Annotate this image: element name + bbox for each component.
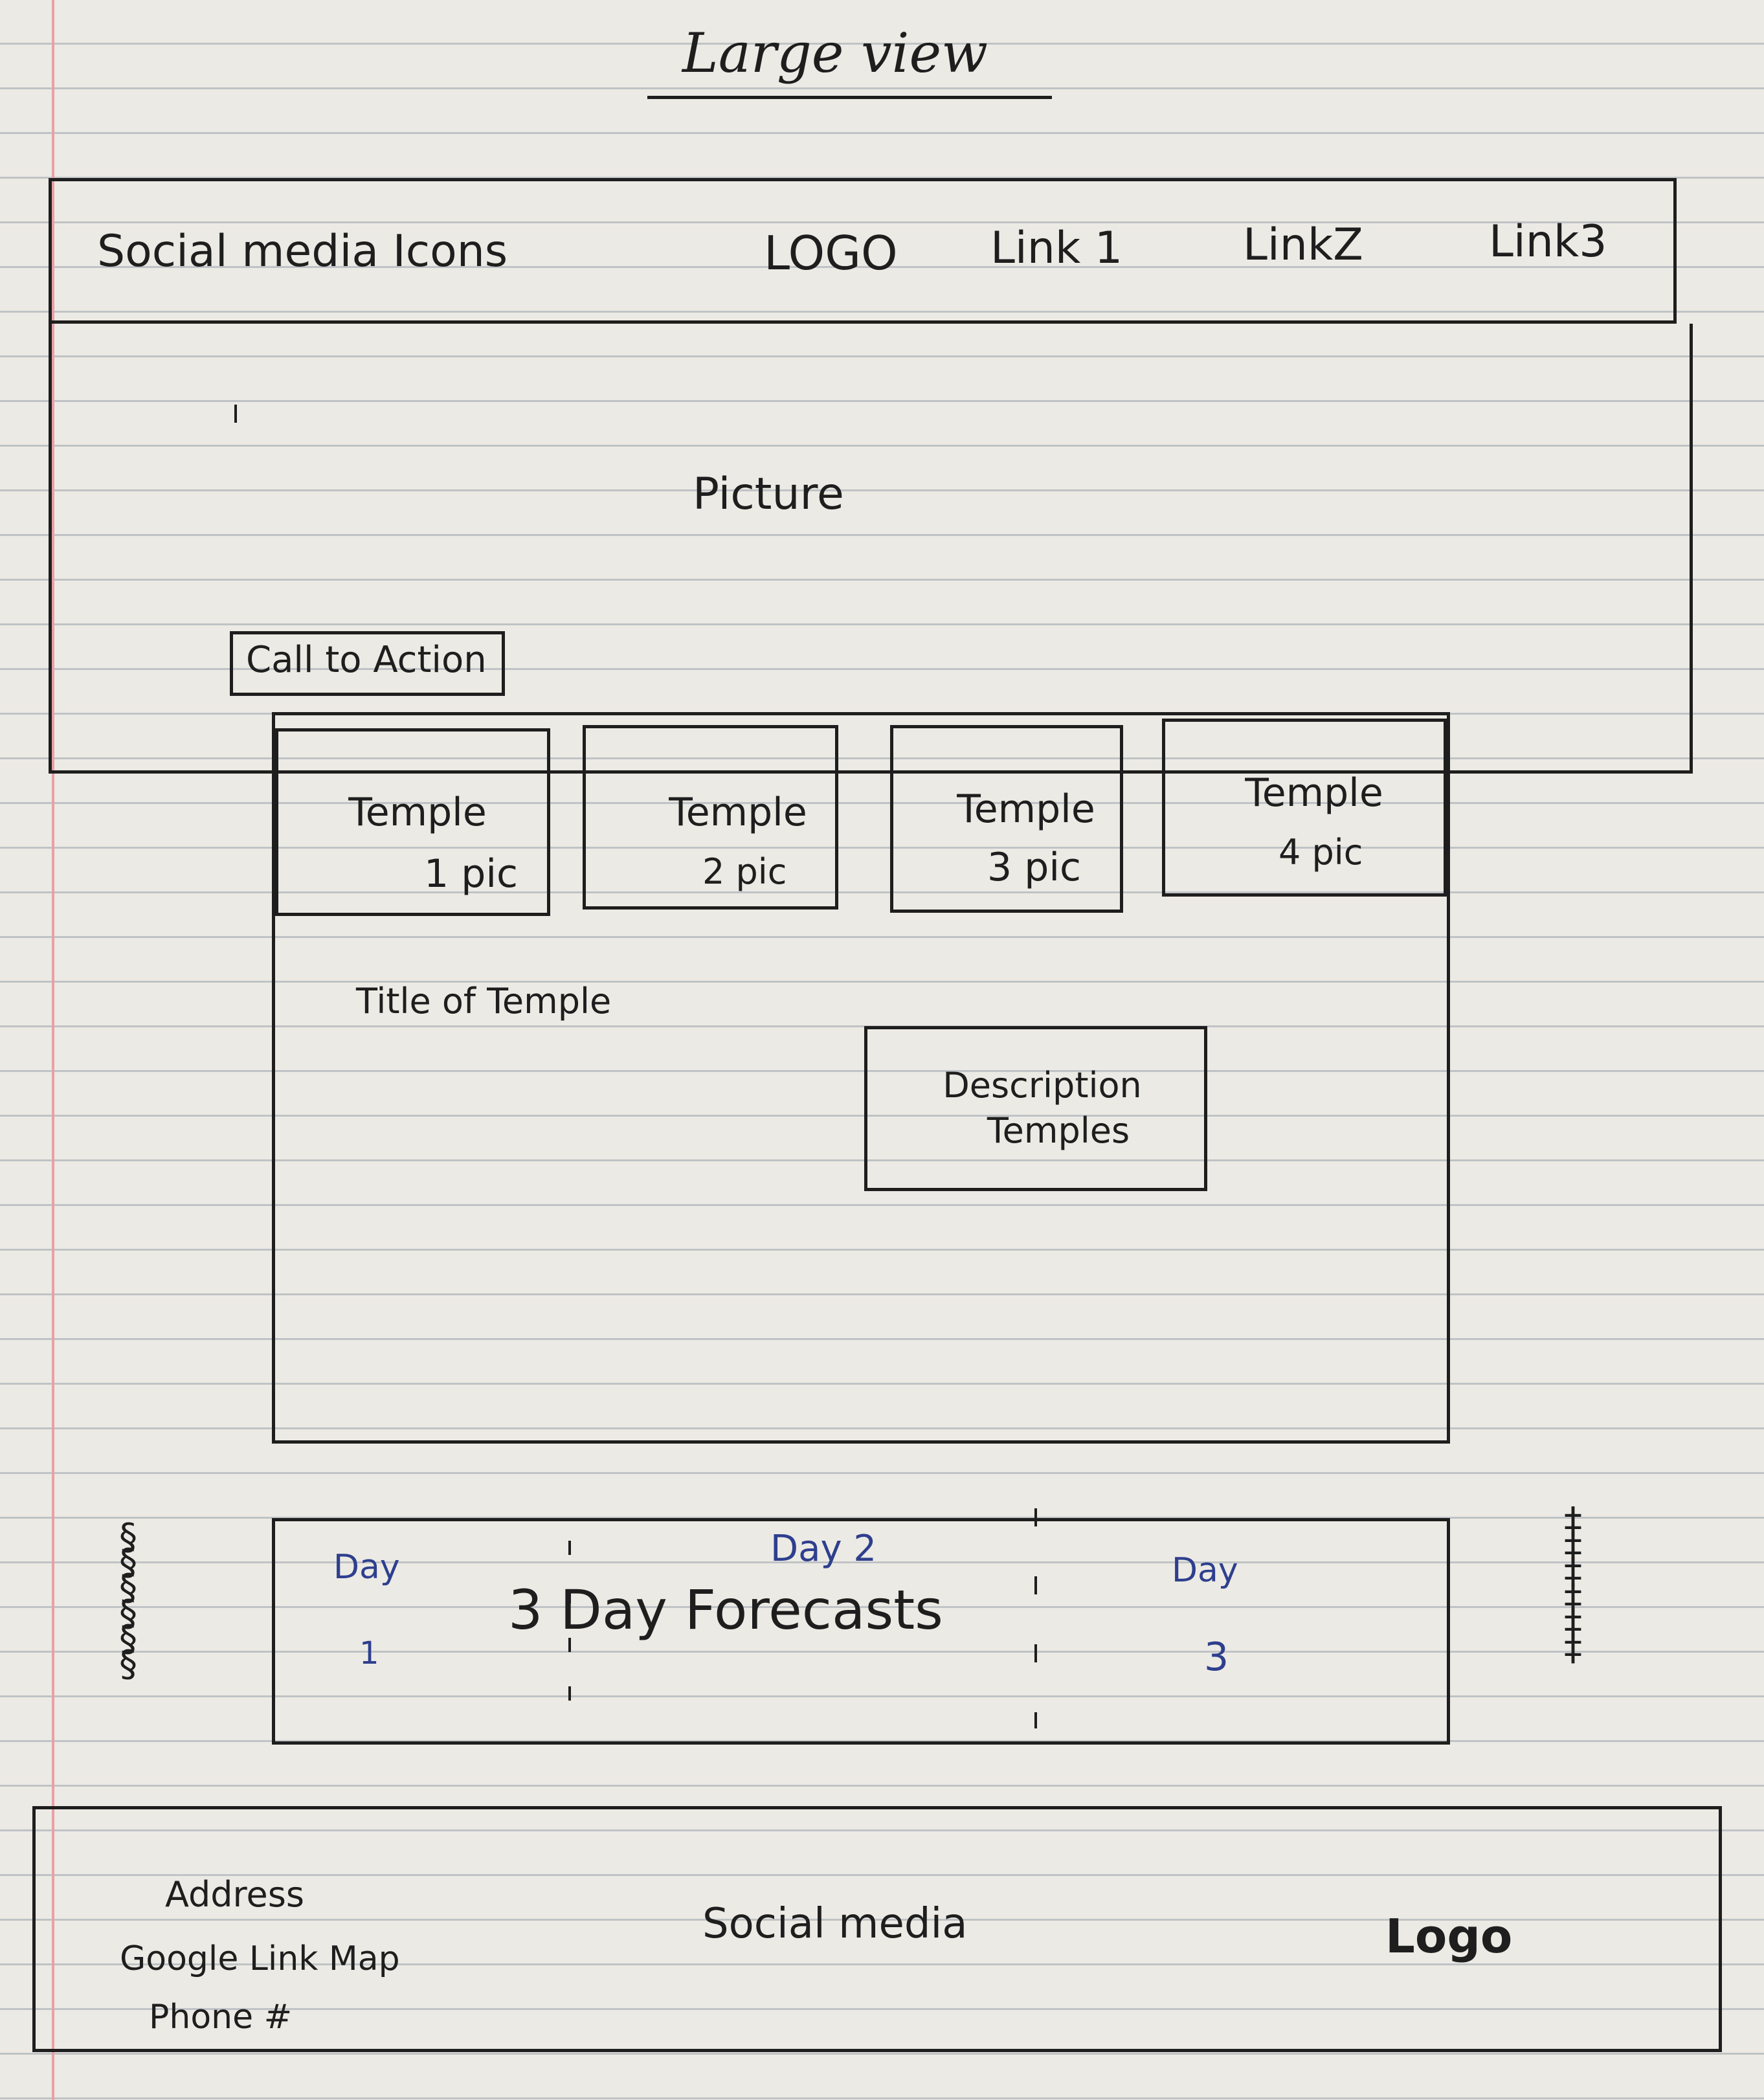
hero-picture-label: Picture bbox=[693, 469, 844, 520]
forecast-divider-2 bbox=[1034, 1508, 1037, 1728]
stray-pen-mark bbox=[234, 405, 237, 423]
call-to-action-label: Call to Action bbox=[246, 639, 487, 681]
hero-picture-area bbox=[49, 324, 1693, 774]
scribble-mark-left: § § § § § § bbox=[117, 1516, 139, 1685]
footer-google-map-link[interactable]: Google Link Map bbox=[120, 1939, 400, 1978]
forecast-day-2-label: Day 2 bbox=[770, 1528, 877, 1570]
footer-logo[interactable]: Logo bbox=[1385, 1909, 1513, 1963]
footer-phone: Phone # bbox=[149, 1998, 293, 2037]
nav-link-1[interactable]: Link 1 bbox=[990, 223, 1123, 274]
nav-link-3[interactable]: Link3 bbox=[1489, 216, 1607, 267]
temple-2-label: Temple bbox=[669, 790, 807, 835]
forecast-day-1-label: Day bbox=[333, 1548, 400, 1587]
forecast-heading: 3 Day Forecasts bbox=[508, 1578, 943, 1642]
title-underline bbox=[647, 96, 1052, 99]
scribble-mark-right: ‡ ‡ ‡ ‡ ‡ ‡ bbox=[1562, 1500, 1584, 1669]
temple-description-box bbox=[864, 1026, 1207, 1191]
temple-description-line-2: Temples bbox=[987, 1110, 1130, 1151]
forecast-day-3-label: Day bbox=[1172, 1551, 1238, 1590]
temple-1-label: Temple bbox=[348, 790, 487, 835]
footer-bar bbox=[32, 1806, 1722, 2052]
header-logo[interactable]: LOGO bbox=[764, 226, 898, 280]
temple-4-sublabel: 4 pic bbox=[1278, 832, 1363, 873]
forecast-divider-1 bbox=[568, 1541, 571, 1728]
temple-thumbnail-2[interactable] bbox=[583, 725, 838, 910]
social-media-icons-placeholder[interactable]: Social media Icons bbox=[97, 226, 508, 277]
temple-3-sublabel: 3 pic bbox=[987, 845, 1081, 890]
forecast-bar bbox=[272, 1518, 1450, 1745]
call-to-action-button[interactable] bbox=[230, 631, 505, 696]
nav-link-2[interactable]: LinkZ bbox=[1243, 219, 1363, 271]
temple-1-sublabel: 1 pic bbox=[424, 851, 518, 897]
temple-title-label: Title of Temple bbox=[356, 981, 612, 1022]
footer-address: Address bbox=[165, 1874, 305, 1915]
forecast-day-1-number: 1 bbox=[359, 1635, 379, 1671]
temple-2-sublabel: 2 pic bbox=[702, 851, 787, 892]
temple-thumbnail-3[interactable] bbox=[890, 725, 1123, 913]
header-bar bbox=[49, 178, 1677, 324]
temple-thumbnail-4[interactable] bbox=[1162, 719, 1447, 897]
temple-section bbox=[272, 712, 1450, 1444]
forecast-day-3-number: 3 bbox=[1204, 1635, 1229, 1680]
temple-3-label: Temple bbox=[957, 787, 1095, 832]
temple-4-label: Temple bbox=[1245, 770, 1383, 816]
temple-thumbnail-1[interactable] bbox=[275, 728, 550, 916]
notebook-margin-line bbox=[52, 0, 54, 2100]
temple-description-line-1: Description bbox=[943, 1065, 1142, 1106]
page-title: Large view bbox=[682, 21, 988, 85]
footer-social-media[interactable]: Social media bbox=[702, 1900, 968, 1948]
